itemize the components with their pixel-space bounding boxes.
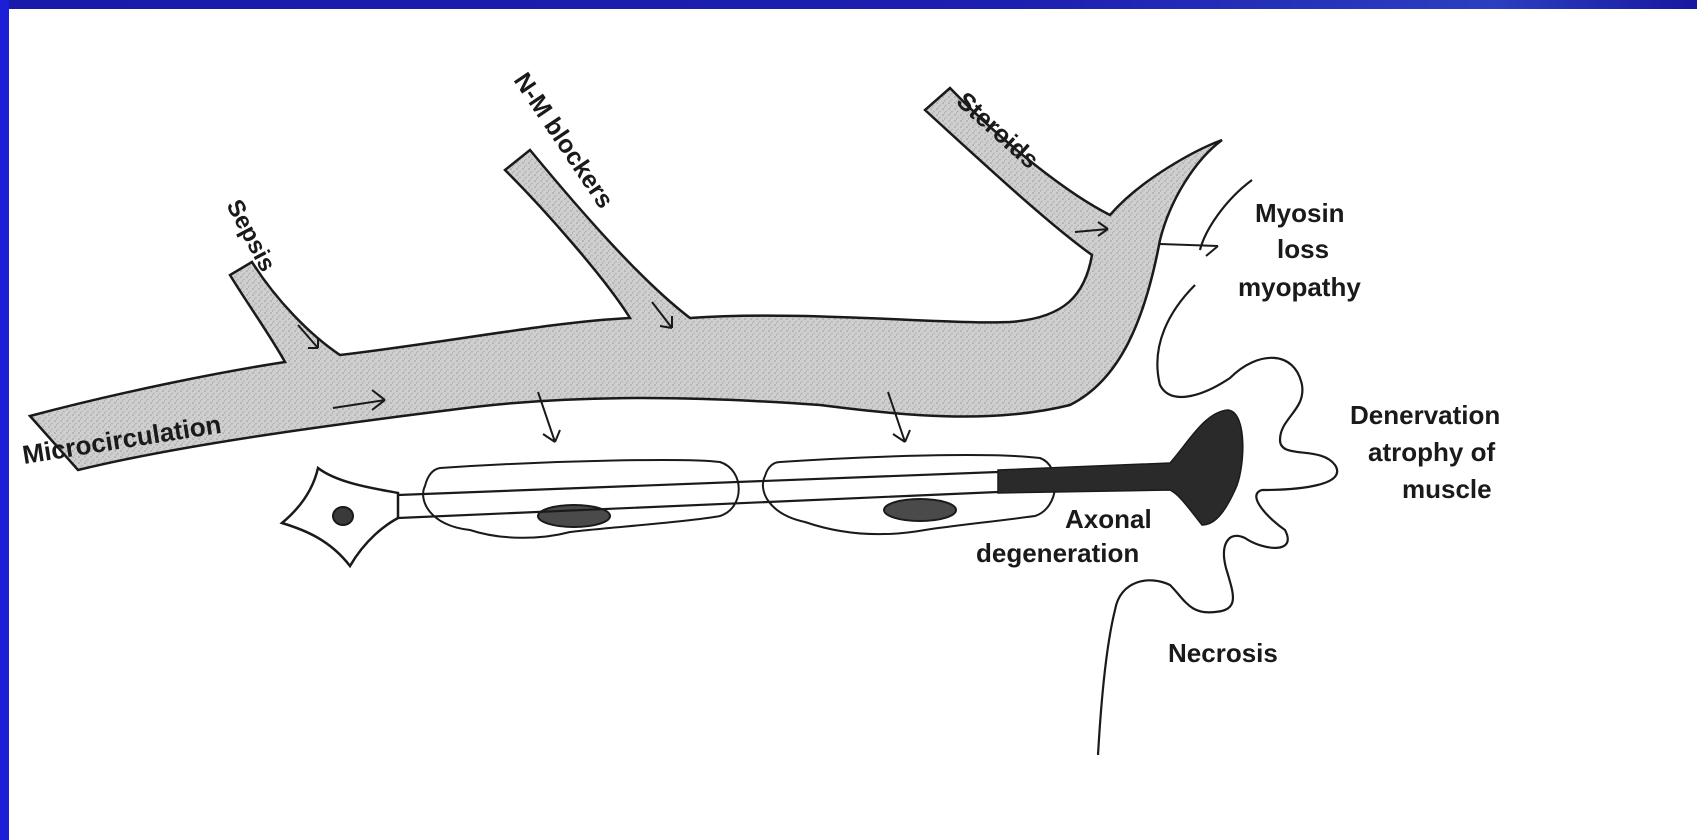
label-denervation-1: Denervation <box>1350 400 1500 430</box>
schwann-nucleus-2 <box>884 499 956 521</box>
label-denervation-3: muscle <box>1402 474 1492 504</box>
label-axonal-1: Axonal <box>1065 504 1152 534</box>
schwann-cell-2 <box>763 455 1055 534</box>
label-axonal-2: degeneration <box>976 538 1139 568</box>
label-myosin-loss-3: myopathy <box>1238 272 1361 302</box>
label-denervation-2: atrophy of <box>1368 437 1495 467</box>
arrow-myosin-loss <box>1160 244 1218 256</box>
neuron-nucleus <box>333 507 353 525</box>
label-myosin-loss-2: loss <box>1277 234 1329 264</box>
label-necrosis: Necrosis <box>1168 638 1278 668</box>
label-myosin-loss-1: Myosin <box>1255 198 1345 228</box>
label-sepsis: Sepsis <box>221 195 281 276</box>
